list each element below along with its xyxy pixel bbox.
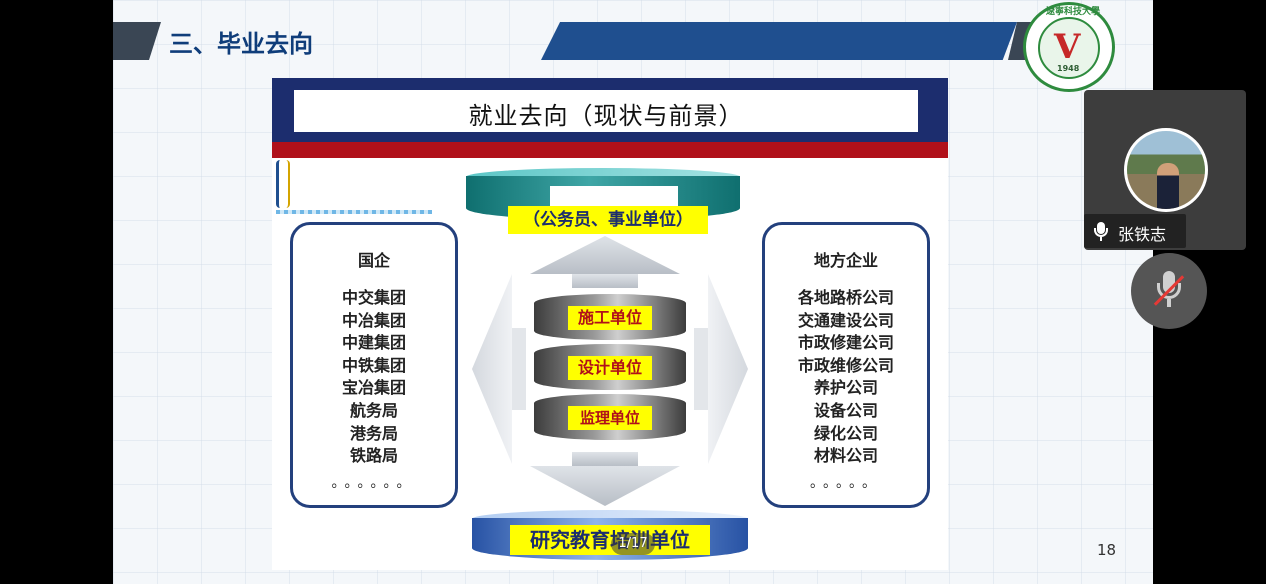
title-accent-bar [541, 22, 1017, 60]
list-item: 市政修建公司 [797, 333, 894, 353]
participant-name: 张铁志 [1118, 225, 1167, 244]
logo-emblem: V 1948 [1038, 17, 1100, 79]
university-logo: 遼寧科技大學 V 1948 [1023, 2, 1115, 92]
banner-title: 就业去向（现状与前景） [468, 102, 744, 130]
list-item: 设备公司 [813, 400, 878, 420]
arrow-down-stem [572, 452, 638, 466]
arrow-down-icon [530, 466, 680, 506]
stack-disk-design: 设计单位 [534, 344, 686, 390]
top-cylinder-label: （公务员、事业单位） [508, 206, 708, 234]
list-item: 绿化公司 [813, 423, 878, 443]
panel-heading: 国企 [357, 251, 390, 270]
participant-name-tag: 张铁志 [1084, 214, 1186, 248]
arrow-left-icon [472, 274, 512, 464]
stack-label: 监理单位 [568, 406, 652, 430]
panel-heading: 地方企业 [813, 251, 878, 270]
list-item: 宝冶集团 [341, 378, 406, 398]
logo-top-text: 遼寧科技大學 [1046, 7, 1101, 17]
slide-title: 三、毕业去向 [169, 30, 313, 58]
arrow-up-stem [572, 274, 638, 288]
top-cylinder-blank [550, 186, 678, 206]
stack-disk-construction: 施工单位 [534, 294, 686, 340]
list-item: 市政维修公司 [797, 355, 894, 375]
arrow-right-icon [708, 274, 748, 464]
arrow-right-stem [694, 328, 708, 410]
list-ellipsis: 。。。。。。 [331, 474, 417, 491]
presentation-slide: 三、毕业去向 遼寧科技大學 V 1948 就业去向（现状与前景） （公务员、事业… [113, 0, 1153, 584]
list-item: 港务局 [349, 423, 398, 443]
list-item: 养护公司 [813, 378, 878, 398]
list-item: 各地路桥公司 [797, 288, 894, 307]
microphone-icon [1094, 222, 1108, 241]
slide-page-number: 18 [1097, 541, 1117, 559]
arrow-up-icon [530, 236, 680, 274]
stack-disk-supervision: 监理单位 [534, 394, 686, 440]
stack-label: 设计单位 [568, 356, 652, 380]
banner-red-strip [272, 142, 948, 158]
panel-local-enterprises: 地方企业 各地路桥公司 交通建设公司 市政修建公司 市政维修公司 养护公司 设备… [762, 222, 930, 508]
logo-v-mark: V [1054, 27, 1081, 67]
list-item: 铁路局 [349, 446, 398, 466]
diagram-banner: 就业去向（现状与前景） [272, 78, 948, 142]
arrow-left-stem [512, 328, 526, 410]
list-item: 中冶集团 [341, 310, 406, 330]
page-indicator-badge[interactable]: 1/17 [611, 533, 655, 555]
stack-label: 施工单位 [568, 306, 652, 330]
panel-state-enterprises: 国企 中交集团 中冶集团 中建集团 中铁集团 宝冶集团 航务局 港务局 铁路局 … [290, 222, 458, 508]
list-item: 材料公司 [813, 446, 878, 466]
title-accent-left [113, 22, 161, 60]
bottom-cylinder-label: 研究教育培训单位 [510, 525, 710, 555]
logo-year: 1948 [1057, 64, 1080, 73]
decorative-wave [276, 210, 432, 214]
participant-video-tile[interactable]: 张铁志 [1084, 90, 1246, 250]
list-item: 中铁集团 [341, 355, 406, 375]
list-item: 中交集团 [341, 288, 406, 307]
list-item: 航务局 [349, 400, 398, 420]
diagram-frame: 就业去向（现状与前景） （公务员、事业单位） 施工单位 设计单位 监理单位 研究… [272, 78, 948, 570]
avatar-person [1157, 163, 1179, 209]
decorative-figure-icon [276, 160, 290, 208]
list-item: 交通建设公司 [797, 310, 894, 330]
list-item: 中建集团 [341, 333, 406, 353]
avatar [1124, 128, 1208, 212]
banner-box: 就业去向（现状与前景） [294, 90, 918, 132]
mute-microphone-button[interactable] [1131, 253, 1207, 329]
list-ellipsis: 。。。。。 [810, 474, 882, 491]
